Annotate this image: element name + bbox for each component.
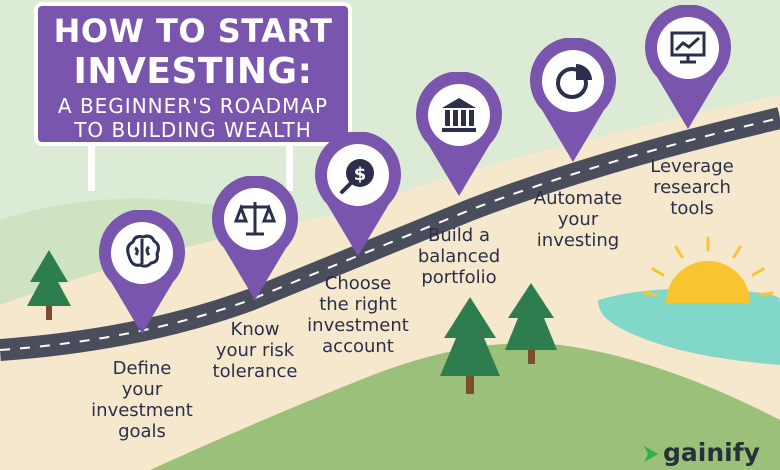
tree-center	[440, 297, 500, 394]
brand-name: gainify	[663, 438, 760, 467]
tree-center-right	[505, 283, 557, 364]
brain-icon	[126, 234, 160, 268]
step-4-line-1: Build a	[428, 225, 490, 246]
step-6-line-1: Leverage	[650, 156, 734, 177]
title-sign: HOW TO START INVESTING: A BEGINNER'S ROA…	[34, 2, 352, 146]
step-1-line-1: Define	[112, 358, 172, 379]
step-3-line-3: investment	[307, 315, 409, 336]
page-title-line-1: HOW TO START	[53, 12, 333, 50]
page-title-line-2: INVESTING:	[73, 51, 313, 92]
page-subtitle-line-1: A BEGINNER'S ROADMAP	[57, 94, 329, 118]
road-markings	[0, 117, 780, 351]
step-6-label: Leverage research tools	[634, 156, 750, 219]
dollar-search-icon: $	[340, 159, 374, 194]
step-1-label: Define your investment goals	[84, 358, 200, 442]
step-3-line-2: the right	[319, 294, 397, 315]
pie-chart-icon	[556, 64, 592, 99]
step-1-pin	[99, 210, 185, 334]
step-5-pin	[530, 38, 616, 162]
step-1-line-4: goals	[118, 421, 166, 442]
step-4-label: Build a balanced portfolio	[403, 225, 515, 288]
sign-post-right	[286, 146, 293, 191]
svg-text:$: $	[354, 164, 367, 185]
bank-icon	[442, 98, 476, 132]
sun-rays	[642, 236, 774, 297]
step-6-pin	[645, 5, 731, 129]
step-3-label: Choose the right investment account	[298, 273, 418, 357]
step-3-pin: $	[315, 132, 401, 256]
gainify-logo-icon	[644, 446, 658, 462]
step-4-pin	[416, 72, 502, 196]
scales-icon	[233, 202, 277, 236]
step-5-line-2: your	[557, 209, 599, 230]
step-5-line-1: Automate	[533, 188, 623, 209]
step-4-line-2: balanced	[417, 246, 501, 267]
step-2-label: Know your risk tolerance	[200, 319, 310, 382]
step-2-line-1: Know	[230, 319, 280, 340]
sign-post-left	[88, 146, 95, 191]
step-1-line-3: investment	[91, 400, 193, 421]
step-6-line-3: tools	[670, 198, 714, 219]
step-2-line-2: your risk	[215, 340, 295, 361]
step-6-line-2: research	[653, 177, 731, 198]
step-4-line-3: portfolio	[421, 267, 497, 288]
brand-logo: gainify	[642, 438, 760, 468]
step-5-line-3: investing	[536, 230, 620, 251]
tree-left	[27, 250, 71, 320]
step-2-pin	[212, 176, 298, 300]
step-3-line-1: Choose	[324, 273, 392, 294]
sun	[666, 261, 750, 303]
step-5-label: Automate your investing	[520, 188, 636, 251]
page-subtitle-line-2: TO BUILDING WEALTH	[74, 118, 312, 142]
step-3-line-4: account	[322, 336, 394, 357]
step-1-line-2: your	[121, 379, 163, 400]
green-hill	[150, 343, 780, 470]
monitor-chart-icon	[670, 31, 706, 64]
step-2-line-3: tolerance	[212, 361, 298, 382]
lake	[598, 288, 780, 365]
